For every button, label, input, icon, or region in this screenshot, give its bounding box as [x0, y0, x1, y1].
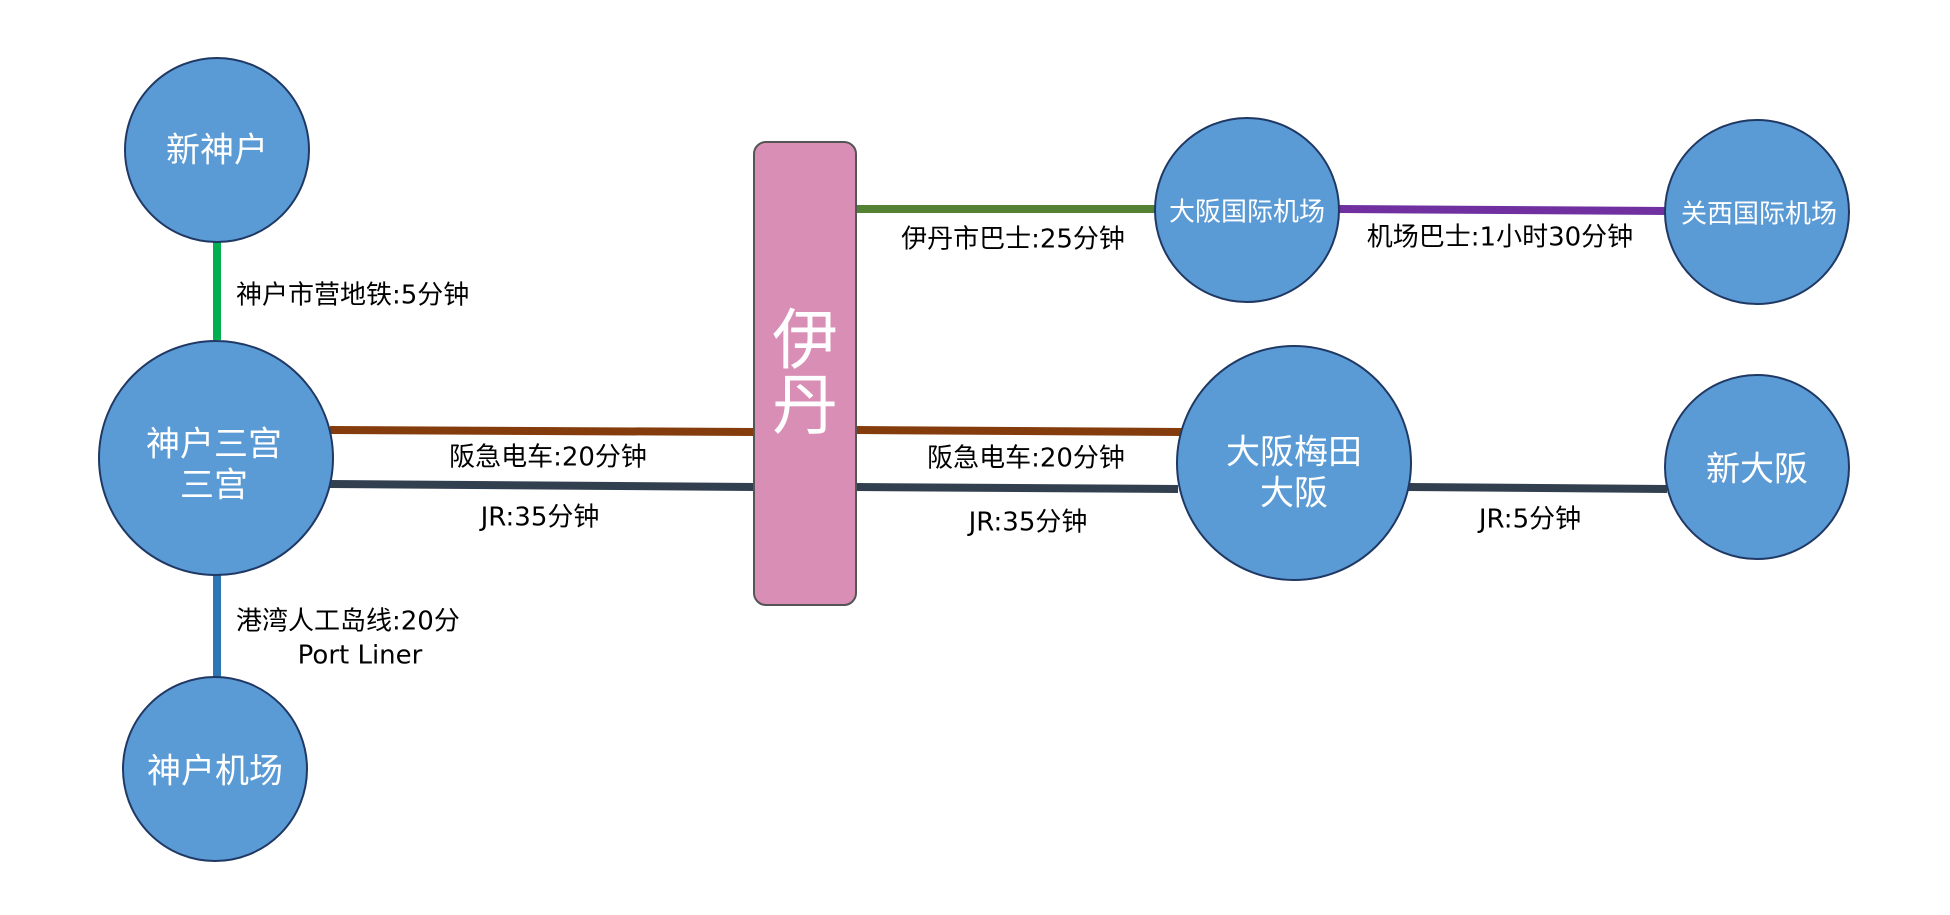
station-osaka-airport-circle [1154, 117, 1340, 303]
station-kansai-airport-circle [1664, 119, 1850, 305]
route-label-kobe-subway: 神户市营地铁:5分钟 [236, 281, 469, 311]
station-shin-kobe-circle [124, 57, 310, 243]
station-osaka-umeda-circle [1176, 345, 1412, 581]
jr-line-shin-osaka [1407, 483, 1668, 493]
station-osaka-umeda[interactable]: 大阪梅田 大阪 [1176, 345, 1412, 581]
station-kobe-airport[interactable]: 神户机场 [122, 676, 308, 862]
route-label-port-liner-2: Port Liner [298, 641, 423, 671]
station-sannomiya-circle [98, 340, 334, 576]
station-shin-osaka[interactable]: 新大阪 [1664, 374, 1850, 560]
itami-hub-label-1: 伊 [772, 302, 838, 379]
station-kansai-airport[interactable]: 关西国际机场 [1664, 119, 1850, 305]
route-label-jr-east: JR:35分钟 [967, 508, 1088, 538]
station-sannomiya-label-2: 三宫 [180, 466, 248, 506]
hankyu-line-east [854, 426, 1183, 436]
station-osaka-umeda-label-2: 大阪 [1260, 474, 1328, 514]
route-label-hankyu-west: 阪急电车:20分钟 [449, 443, 647, 473]
station-shin-osaka-label: 新大阪 [1706, 450, 1808, 490]
route-label-jr-shin-osaka: JR:5分钟 [1477, 505, 1581, 535]
station-kobe-airport-label: 神户机场 [147, 752, 283, 792]
station-shin-osaka-circle [1664, 374, 1850, 560]
station-osaka-umeda-label-1: 大阪梅田 [1226, 433, 1362, 473]
station-osaka-airport[interactable]: 大阪国际机场 [1154, 117, 1340, 303]
itami-hub[interactable]: 伊 丹 [753, 141, 857, 606]
station-kobe-airport-circle [122, 676, 308, 862]
airport-bus-line [1338, 205, 1668, 215]
jr-line-west [329, 480, 756, 491]
route-label-airport-bus: 机场巴士:1小时30分钟 [1367, 223, 1633, 253]
hankyu-line-west [329, 426, 756, 436]
station-shin-kobe[interactable]: 新神户 [124, 57, 310, 243]
station-shin-kobe-label: 新神户 [166, 131, 268, 171]
route-label-itami-bus: 伊丹市巴士:25分钟 [901, 225, 1125, 255]
route-label-hankyu-east: 阪急电车:20分钟 [927, 444, 1125, 474]
station-sannomiya[interactable]: 神户三宫 三宫 [98, 340, 334, 576]
station-sannomiya-label-1: 神户三宫 [146, 425, 282, 465]
route-label-jr-west: JR:35分钟 [479, 503, 600, 533]
station-kansai-airport-label: 关西国际机场 [1681, 200, 1837, 230]
route-label-port-liner-1: 港湾人工岛线:20分 [236, 607, 460, 637]
itami-hub-box [753, 141, 857, 606]
itami-hub-label-2: 丹 [772, 367, 838, 444]
station-osaka-airport-label: 大阪国际机场 [1169, 198, 1325, 228]
jr-line-east [854, 483, 1179, 493]
